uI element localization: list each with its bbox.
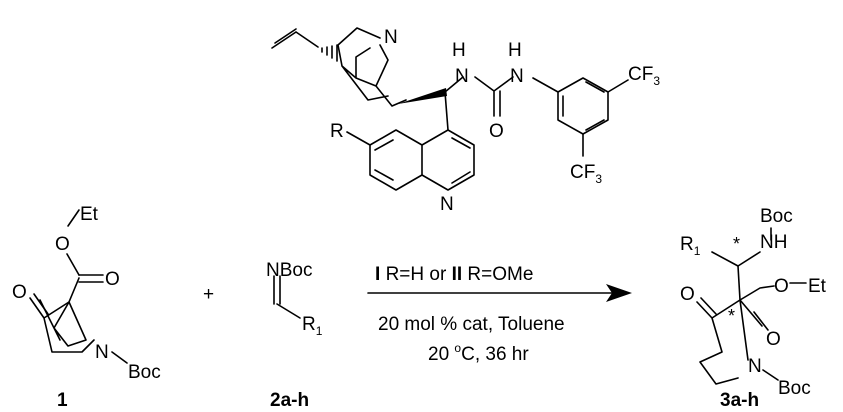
- catalyst-quinuclidine-n: N: [384, 27, 398, 48]
- catalyst-cf3-top: CF3: [628, 64, 660, 88]
- plus-sign: +: [203, 284, 214, 305]
- compound-1-ring-n: N: [95, 342, 109, 363]
- product-r1: R1: [680, 234, 701, 258]
- product-stereo-star-lower: *: [728, 306, 735, 326]
- reaction-arrow-head: [606, 284, 632, 302]
- compound-1-structure: [29, 209, 128, 364]
- compound-1-ethyl-bond: [67, 209, 80, 227]
- compound-1-ester-o-bond: [66, 253, 80, 276]
- compound-2-r-bond: [276, 303, 301, 319]
- catalyst-nh-left-h: H: [452, 40, 466, 61]
- compound-2-imine: NBoc: [266, 260, 312, 281]
- vinyl-hash-wedge: [321, 44, 338, 62]
- product-structure: [696, 227, 807, 385]
- product-carbonyl-o: O: [766, 329, 781, 350]
- catalyst-cf3-bottom: CF3: [570, 162, 602, 186]
- product-ester-o: O: [774, 276, 789, 297]
- conditions-line-3: 20 oC, 36 hr: [428, 341, 529, 365]
- catalyst-substituent-r: R: [330, 121, 344, 142]
- product-ketone-o: O: [680, 284, 695, 305]
- compound-2-label: 2a-h: [270, 390, 309, 411]
- c9-bold-wedge: [398, 88, 447, 104]
- compound-1-carbonyl-bond: [78, 274, 104, 283]
- product-ring: [696, 297, 749, 385]
- catalyst-nh-left-n: N: [455, 66, 469, 87]
- compound-1-ester-o: O: [55, 234, 70, 255]
- product-label: 3a-h: [720, 390, 759, 411]
- compound-1-ketone-o: O: [12, 282, 27, 303]
- compound-1-ethyl: Et: [80, 204, 99, 225]
- conditions-line-1: I R=H or II R=OMe: [375, 264, 533, 285]
- quinuclidine-cage: [337, 27, 407, 107]
- product-boc-top: Boc: [760, 206, 793, 227]
- product-ring-n: N: [748, 356, 762, 377]
- catalyst-structure: [271, 27, 629, 191]
- aryl-ring: [532, 77, 609, 135]
- cf3-bonds: [582, 79, 629, 157]
- product-stereo-star-upper: *: [733, 234, 740, 254]
- compound-1-label: 1: [57, 390, 68, 411]
- compound-1-n-boc-bond: [111, 351, 128, 364]
- urea-bonds: [474, 76, 514, 117]
- product-chain: [711, 251, 761, 267]
- product-n-boc-bond: [762, 369, 779, 381]
- compound-2-imine-bond: [273, 275, 281, 305]
- compound-1-ring: [39, 277, 87, 347]
- compound-2-r1: R1: [302, 314, 323, 338]
- product-ester-bonds: [739, 285, 775, 331]
- compound-2-structure: [273, 275, 301, 319]
- catalyst-nh-right-n: N: [510, 66, 524, 87]
- conditions-line-2: 20 mol % cat, Toluene: [378, 314, 565, 335]
- compound-1-boc: Boc: [128, 362, 161, 383]
- product-quaternary-bonds: [737, 265, 741, 301]
- compound-1-carbonyl-o: O: [105, 269, 120, 290]
- catalyst-nh-right-h: H: [508, 40, 522, 61]
- c9-bonds: [444, 76, 464, 131]
- quinoline-rings: [346, 129, 475, 191]
- compound-1-ring-full: [29, 293, 95, 353]
- catalyst-quinoline-n: N: [440, 194, 454, 215]
- reaction-arrow: [367, 284, 632, 302]
- product-nh: NH: [760, 232, 787, 253]
- product-ethyl: Et: [808, 276, 827, 297]
- catalyst-urea-o: O: [489, 121, 504, 142]
- vinyl-bond: [271, 28, 319, 49]
- product-boc: Boc: [778, 378, 811, 399]
